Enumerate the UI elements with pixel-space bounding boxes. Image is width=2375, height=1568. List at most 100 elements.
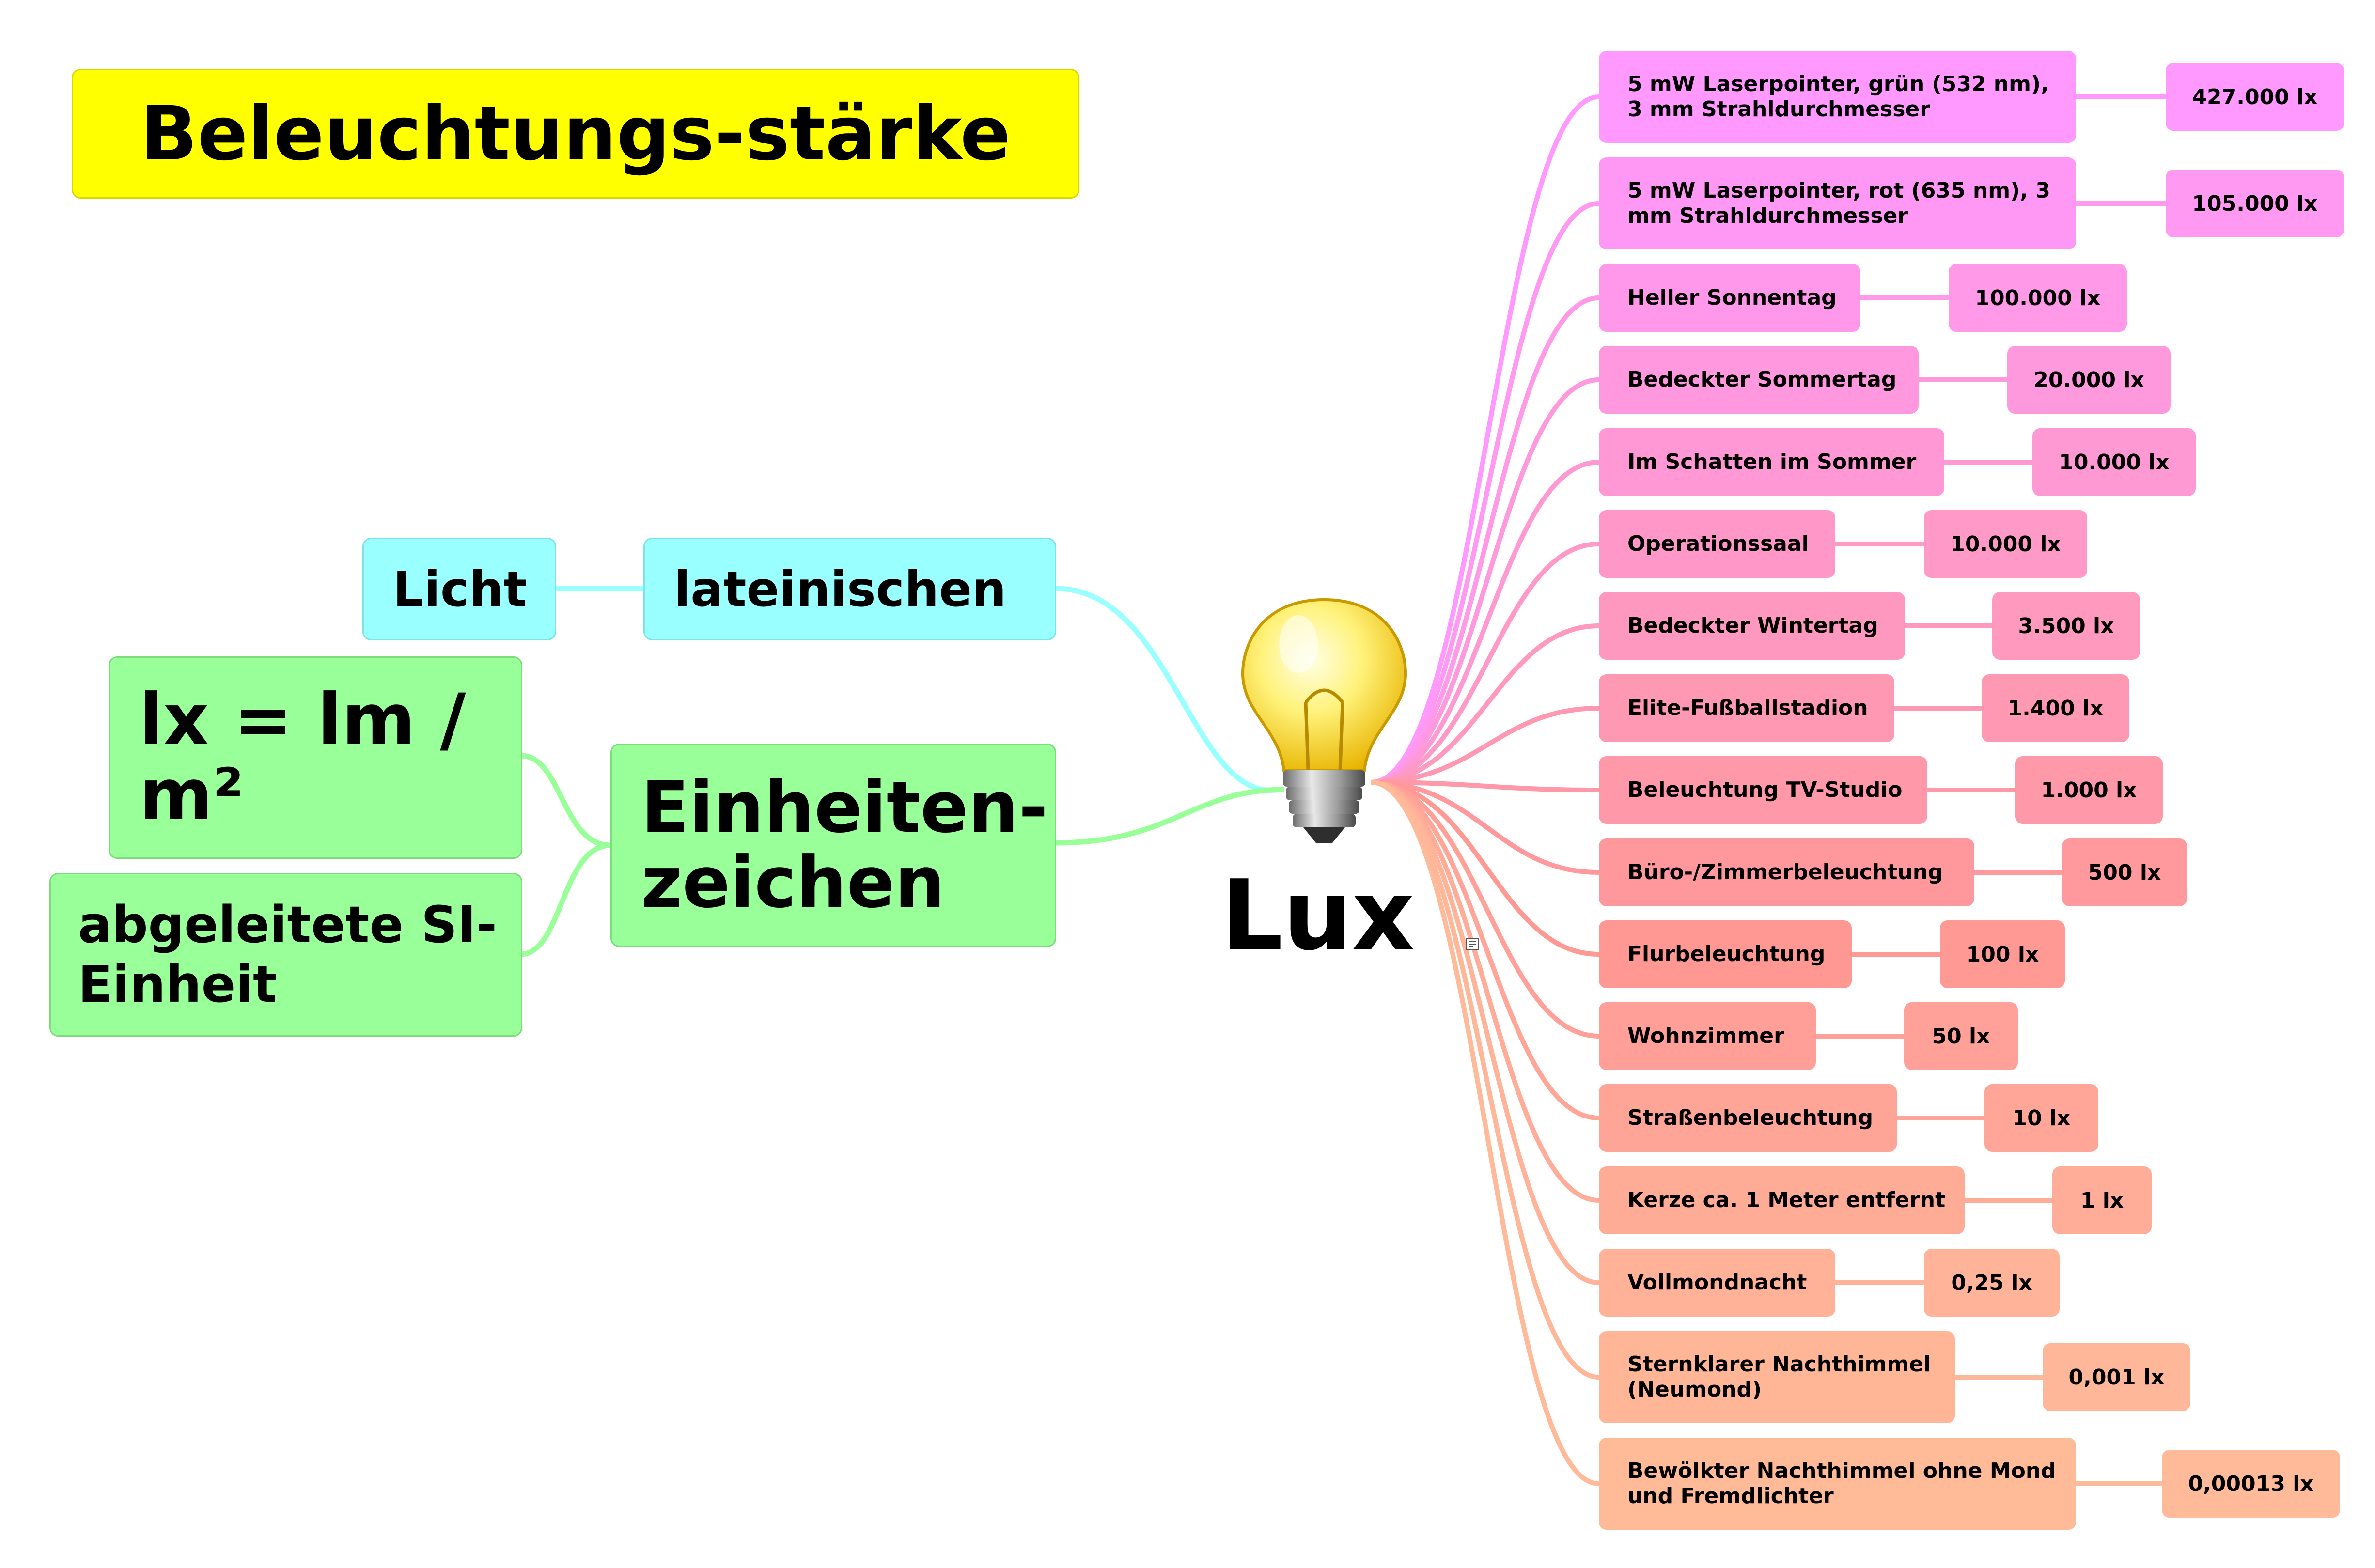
example-node[interactable]: Flurbeleuchtung <box>1599 920 1852 988</box>
title-text: Beleuchtungs-stärke <box>140 90 1011 177</box>
node-formula-label: lx = lm / m² <box>139 679 466 836</box>
example-node[interactable]: Heller Sonnentag <box>1599 264 1860 332</box>
example-label: Elite-Fußballstadion <box>1627 696 1868 721</box>
example-node[interactable]: Beleuchtung TV-Studio <box>1599 756 1927 824</box>
example-value: 10 lx <box>2012 1105 2071 1131</box>
example-label: Im Schatten im Sommer <box>1627 450 1917 475</box>
example-node[interactable]: 5 mW Laserpointer, rot (635 nm), 3 mm St… <box>1599 157 2076 249</box>
example-node[interactable]: Operationssaal <box>1599 510 1835 578</box>
example-label: Straßenbeleuchtung <box>1627 1105 1874 1131</box>
example-value-node[interactable]: 100.000 lx <box>1949 264 2127 332</box>
example-value-node[interactable]: 105.000 lx <box>2166 170 2344 237</box>
example-value-node[interactable]: 20.000 lx <box>2007 346 2171 414</box>
example-node[interactable]: Bedeckter Sommertag <box>1599 346 1919 414</box>
node-lateinischen[interactable]: lateinischen <box>643 538 1056 640</box>
example-node[interactable]: 5 mW Laserpointer, grün (532 nm), 3 mm S… <box>1599 51 2076 143</box>
page-title: Beleuchtungs-stärke <box>72 69 1079 199</box>
example-label: Sternklarer Nachthimmel (Neumond) <box>1627 1352 1931 1402</box>
node-einheitenzeichen-label: Einheiten-zeichen <box>641 766 1048 924</box>
example-value-node[interactable]: 3.500 lx <box>1992 592 2140 660</box>
node-formula[interactable]: lx = lm / m² <box>109 656 522 859</box>
connector-hub-example <box>1371 460 1599 785</box>
example-value: 500 lx <box>2088 860 2161 885</box>
example-node[interactable]: Bedeckter Wintertag <box>1599 592 1905 660</box>
example-value-node[interactable]: 427.000 lx <box>2166 63 2344 131</box>
example-value: 0,001 lx <box>2068 1365 2165 1390</box>
example-label: Vollmondnacht <box>1627 1270 1807 1295</box>
example-label: Operationssaal <box>1627 531 1809 557</box>
example-node[interactable]: Vollmondnacht <box>1599 1249 1835 1317</box>
example-node[interactable]: Kerze ca. 1 Meter entfernt <box>1599 1166 1965 1234</box>
example-value: 100.000 lx <box>1975 285 2101 310</box>
example-value-node[interactable]: 1 lx <box>2052 1166 2152 1234</box>
example-value-node[interactable]: 10 lx <box>1984 1084 2098 1152</box>
example-value: 105.000 lx <box>2192 191 2318 216</box>
example-node[interactable]: Wohnzimmer <box>1599 1002 1816 1070</box>
example-value: 1 lx <box>2080 1188 2124 1213</box>
hub-label-text: Lux <box>1221 859 1415 972</box>
connector-hub-example <box>1371 780 1599 1039</box>
example-node[interactable]: Sternklarer Nachthimmel (Neumond) <box>1599 1331 1955 1423</box>
example-value: 10.000 lx <box>2059 450 2170 475</box>
connector-hub-example <box>1371 542 1599 785</box>
node-si-unit[interactable]: abgeleitete SI-Einheit <box>49 873 522 1037</box>
connector-hub-example <box>1371 780 1599 875</box>
example-value: 20.000 lx <box>2033 367 2144 392</box>
example-value-node[interactable]: 0,001 lx <box>2043 1343 2190 1411</box>
example-label: Büro-/Zimmerbeleuchtung <box>1627 860 1943 885</box>
example-value-node[interactable]: 50 lx <box>1904 1002 2018 1070</box>
example-label: 5 mW Laserpointer, grün (532 nm), 3 mm S… <box>1627 72 2049 122</box>
connector-latin-hub <box>1056 586 1280 793</box>
example-label: Bewölkter Nachthimmel ohne Mond und Frem… <box>1627 1459 2056 1508</box>
example-node[interactable]: Büro-/Zimmerbeleuchtung <box>1599 838 1974 906</box>
node-licht[interactable]: Licht <box>362 538 556 640</box>
example-label: Kerze ca. 1 Meter entfernt <box>1627 1188 1946 1213</box>
example-label: Beleuchtung TV-Studio <box>1627 777 1903 803</box>
example-label: 5 mW Laserpointer, rot (635 nm), 3 mm St… <box>1627 178 2050 228</box>
example-value: 1.000 lx <box>2041 777 2137 803</box>
connector-hub-example <box>1371 295 1599 785</box>
connector-hub-example <box>1371 780 1599 957</box>
connector-hub-example <box>1371 706 1599 785</box>
light-bulb-icon <box>1241 598 1407 843</box>
connector-hub-example <box>1371 780 1599 792</box>
example-value-node[interactable]: 10.000 lx <box>2032 428 2196 496</box>
example-value-node[interactable]: 1.400 lx <box>1982 674 2129 742</box>
example-label: Flurbeleuchtung <box>1627 942 1826 967</box>
node-einheitenzeichen[interactable]: Einheiten-zeichen <box>610 744 1056 947</box>
connector-unit-si <box>520 842 611 957</box>
example-value-node[interactable]: 10.000 lx <box>1924 510 2087 578</box>
example-value-node[interactable]: 0,00013 lx <box>2162 1450 2340 1518</box>
example-label: Bedeckter Wintertag <box>1627 613 1878 638</box>
example-node[interactable]: Bewölkter Nachthimmel ohne Mond und Frem… <box>1599 1438 2076 1530</box>
example-node[interactable]: Elite-Fußballstadion <box>1599 674 1894 742</box>
node-lateinischen-label: lateinischen <box>674 560 1007 618</box>
example-value: 10.000 lx <box>1950 531 2061 557</box>
connector-hub-example <box>1371 780 1599 1285</box>
connector-hub-example <box>1371 780 1599 1380</box>
connector-hub-example <box>1371 377 1599 785</box>
node-licht-label: Licht <box>393 560 527 618</box>
example-value-node[interactable]: 100 lx <box>1940 920 2065 988</box>
connector-hub-example <box>1371 780 1599 1203</box>
example-value-node[interactable]: 500 lx <box>2062 838 2187 906</box>
example-value: 1.400 lx <box>2007 696 2104 721</box>
example-label: Wohnzimmer <box>1627 1024 1784 1049</box>
example-node[interactable]: Straßenbeleuchtung <box>1599 1084 1897 1152</box>
right-connectors <box>1371 94 2166 1486</box>
example-value-node[interactable]: 1.000 lx <box>2015 756 2163 824</box>
node-si-unit-label: abgeleitete SI-Einheit <box>78 895 497 1014</box>
note-icon[interactable] <box>1466 938 1479 950</box>
example-label: Bedeckter Sommertag <box>1627 367 1897 392</box>
example-value-node[interactable]: 0,25 lx <box>1924 1249 2060 1317</box>
example-value: 0,00013 lx <box>2188 1471 2314 1496</box>
hub-label[interactable]: Lux <box>1221 857 1415 974</box>
connector-hub-example <box>1371 94 1599 785</box>
example-value: 100 lx <box>1966 942 2039 967</box>
example-node[interactable]: Im Schatten im Sommer <box>1599 428 1944 496</box>
connector-hub-example <box>1371 623 1599 785</box>
connector-unit-hub <box>1056 787 1284 846</box>
example-value: 50 lx <box>1932 1024 1990 1049</box>
connector-unit-formula <box>520 753 611 848</box>
